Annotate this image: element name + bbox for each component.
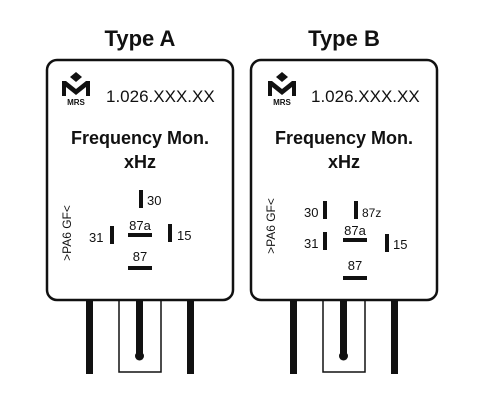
mrs-logo-icon: MRS [62, 72, 90, 107]
terminal-15-label: 15 [177, 228, 191, 243]
relay-pins [86, 297, 194, 374]
pin-center [340, 298, 347, 358]
terminal-87a-label: 87a [129, 218, 151, 233]
pin-right [187, 298, 194, 374]
relay-body [45, 58, 235, 302]
brand-label: MRS [67, 98, 85, 107]
terminal-15-mark [385, 234, 389, 252]
terminal-87z-label: 87z [362, 206, 381, 220]
terminal-87-label: 87 [348, 258, 362, 273]
terminal-87a-label: 87a [344, 223, 366, 238]
frequency-label: xHz [124, 152, 156, 172]
function-label: Frequency Mon. [71, 128, 209, 148]
terminal-87a-mark [343, 238, 367, 242]
terminal-31-label: 31 [89, 230, 103, 245]
material-label: >PA6 GF< [264, 198, 278, 254]
terminal-87z-mark [354, 201, 358, 219]
relay-body [249, 58, 439, 302]
part-number: 1.026.XXX.XX [106, 87, 215, 106]
pin-left [86, 298, 93, 374]
terminal-15-mark [168, 224, 172, 242]
pin-center [136, 298, 143, 358]
pin-center-dot [135, 351, 144, 361]
terminal-87-label: 87 [133, 249, 147, 264]
pin-left [290, 298, 297, 374]
terminal-15-label: 15 [393, 237, 407, 252]
relay-type-b: Type B MRS 1.026.XXX.XX Frequency Mon. x… [249, 26, 439, 374]
brand-label: MRS [273, 98, 291, 107]
mrs-logo-icon: MRS [268, 72, 296, 107]
relay-pins [290, 297, 398, 374]
pin-center-dot [339, 351, 348, 361]
terminal-30-label: 30 [304, 205, 318, 220]
terminal-31-mark [323, 232, 327, 250]
terminal-30-mark [323, 201, 327, 219]
relay-title: Type A [105, 26, 176, 51]
relay-type-a: Type A MRS 1.026.XXX.XX Frequency Mon. x… [45, 26, 235, 374]
part-number: 1.026.XXX.XX [311, 87, 420, 106]
terminal-layout: 30 87a 31 15 87 [89, 190, 191, 270]
terminal-30-label: 30 [147, 193, 161, 208]
pin-right [391, 298, 398, 374]
terminal-31-label: 31 [304, 236, 318, 251]
terminal-87a-mark [128, 233, 152, 237]
relay-title: Type B [308, 26, 380, 51]
function-label: Frequency Mon. [275, 128, 413, 148]
material-label: >PA6 GF< [60, 205, 74, 261]
terminal-layout: 30 87z 87a 31 15 87 [304, 201, 407, 280]
terminal-31-mark [110, 226, 114, 244]
terminal-87-mark [128, 266, 152, 270]
frequency-label: xHz [328, 152, 360, 172]
terminal-30-mark [139, 190, 143, 208]
terminal-87-mark [343, 276, 367, 280]
